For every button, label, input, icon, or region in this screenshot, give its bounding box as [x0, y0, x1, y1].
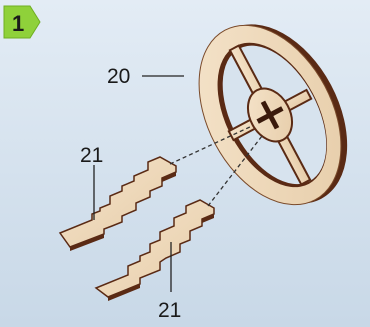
callout-axle-top: 21 [80, 144, 103, 167]
step-number: 1 [12, 11, 24, 36]
callout-axle-bottom: 21 [158, 299, 181, 322]
callout-wheel: 20 [107, 65, 130, 88]
